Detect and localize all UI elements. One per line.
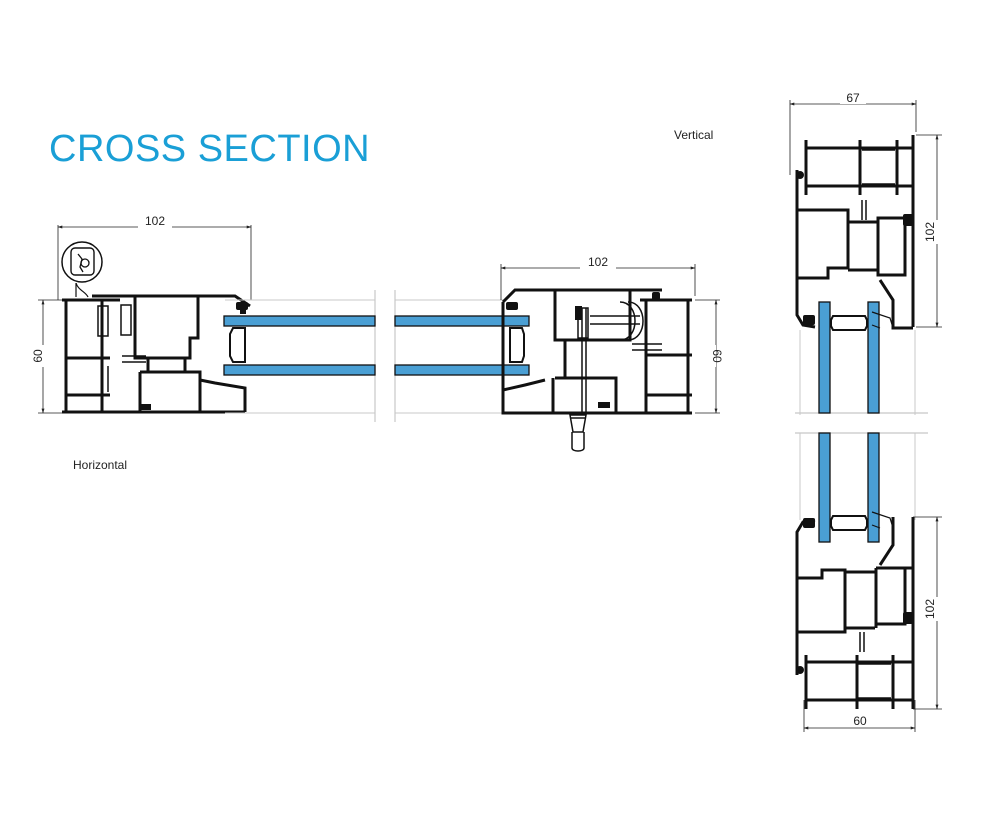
dimension-width-right: 102 <box>500 255 696 300</box>
dimension-width-left: 102 <box>57 214 252 300</box>
gasket-clip <box>139 302 248 410</box>
horizontal-right-frame: 102 60 <box>500 255 724 452</box>
page-title: CROSS SECTION <box>49 128 371 170</box>
handle-knob <box>569 414 587 452</box>
dimension-label: 102 <box>923 599 937 619</box>
dimension-width-bottom: 60 <box>803 700 916 732</box>
dimension-label: 60 <box>853 714 867 728</box>
dimension-height-top: 102 <box>916 134 942 328</box>
horizontal-section-label: Horizontal <box>73 458 128 472</box>
dimension-height-right: 60 <box>695 299 724 414</box>
dimension-label: 102 <box>923 222 937 242</box>
glass-pane-horizontal-left <box>223 290 376 422</box>
horizontal-left-frame: 102 60 <box>31 214 252 414</box>
glass-pane-vertical <box>795 301 928 543</box>
window-handle-icon <box>61 241 103 298</box>
vertical-section-label: Vertical <box>674 128 714 142</box>
vertical-top-frame: 67 102 <box>789 91 942 330</box>
dimension-height-left: 60 <box>31 299 65 414</box>
dimension-label: 102 <box>588 255 608 269</box>
dimension-label: 60 <box>31 349 45 363</box>
dimension-width-top: 67 <box>789 91 917 175</box>
dimension-label: 60 <box>710 349 724 363</box>
dimension-label: 102 <box>145 214 165 228</box>
dimension-height-bottom: 102 <box>913 516 942 710</box>
vertical-bottom-frame: 102 60 <box>795 516 942 732</box>
dimension-label: 67 <box>846 91 860 105</box>
glass-pane-horizontal-right <box>394 290 530 422</box>
